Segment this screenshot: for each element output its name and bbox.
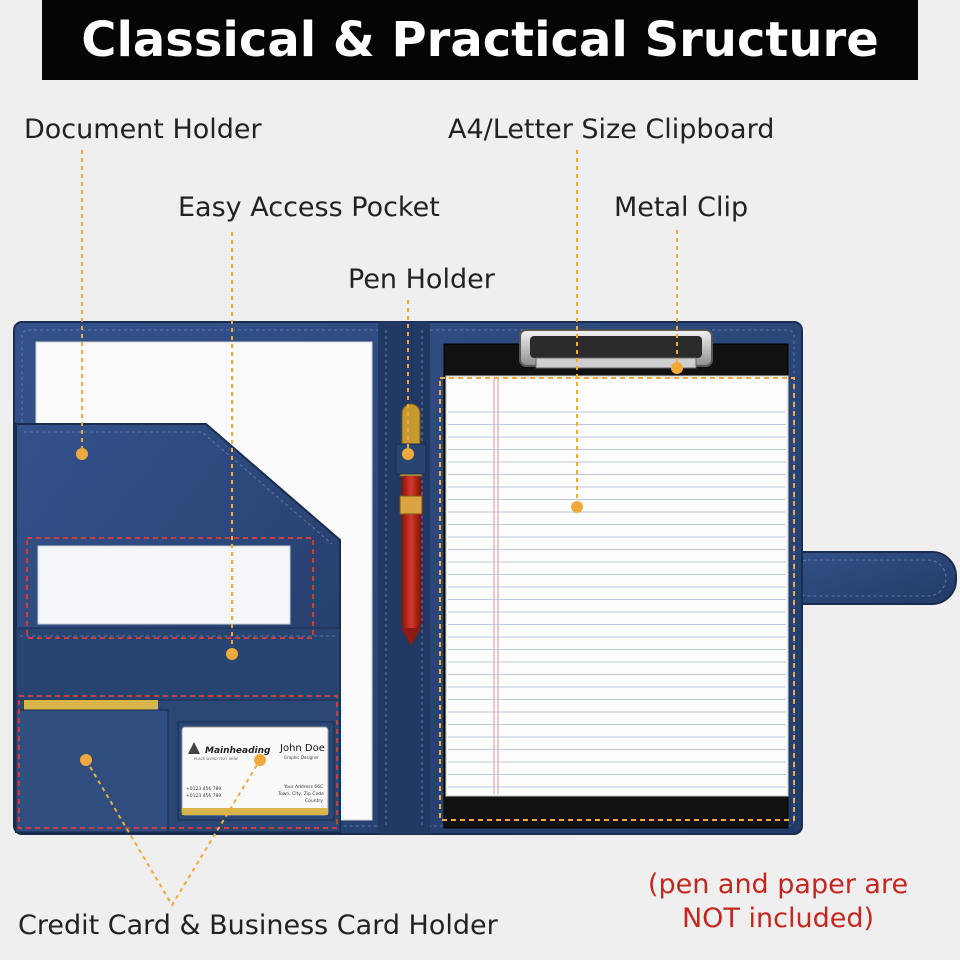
credit-card-pocket [15, 709, 169, 833]
callout-dots [76, 362, 683, 766]
leader-card-holder [85, 759, 261, 907]
page-title-banner: Classical & Practical Sructure [42, 0, 918, 80]
pocket-window [37, 545, 291, 625]
disclaimer-line-2: NOT included) [681, 903, 875, 934]
clasp-strap [779, 551, 957, 605]
dot-metal-clip [671, 362, 683, 374]
dot-clipboard [571, 501, 583, 513]
card-address-3: Country [305, 798, 323, 804]
card-brand: Mainheading [205, 746, 271, 756]
clipboard-highlight [439, 377, 795, 821]
business-card: Mainheading PLACE WORD TEXT HERE John Do… [181, 726, 329, 816]
card-phone-2: +0123 456 789 [186, 793, 221, 799]
dot-easy-access [226, 648, 238, 660]
label-metal-clip: Metal Clip [614, 192, 749, 223]
card-title: Graphic Designer [284, 755, 319, 760]
label-easy-access-pocket: Easy Access Pocket [178, 192, 440, 223]
card-address-1: Your Address 66C [283, 784, 323, 790]
label-clipboard: A4/Letter Size Clipboard [448, 114, 775, 145]
dot-business-card [254, 754, 266, 766]
card-name: John Doe [279, 743, 325, 754]
page-title: Classical & Practical Sructure [81, 12, 879, 68]
metal-clip [519, 329, 713, 369]
card-address-2: Town, City, Zip Code [277, 791, 324, 797]
card-tagline: PLACE WORD TEXT HERE [194, 757, 238, 761]
dot-pen-holder [402, 448, 414, 460]
dot-document-holder [76, 448, 88, 460]
dot-credit-card [80, 754, 92, 766]
leader-lines [81, 150, 678, 907]
label-pen-holder: Pen Holder [348, 264, 495, 295]
card-phone-1: +0123 456 789 [186, 786, 221, 792]
disclaimer-line-1: (pen and paper are [647, 869, 909, 900]
window-highlight [26, 537, 314, 639]
disclaimer-note: (pen and paper are NOT included) [628, 868, 928, 936]
label-document-holder: Document Holder [24, 114, 262, 145]
lined-paper [445, 375, 789, 797]
pen [399, 403, 423, 646]
label-card-holder: Credit Card & Business Card Holder [18, 910, 498, 941]
